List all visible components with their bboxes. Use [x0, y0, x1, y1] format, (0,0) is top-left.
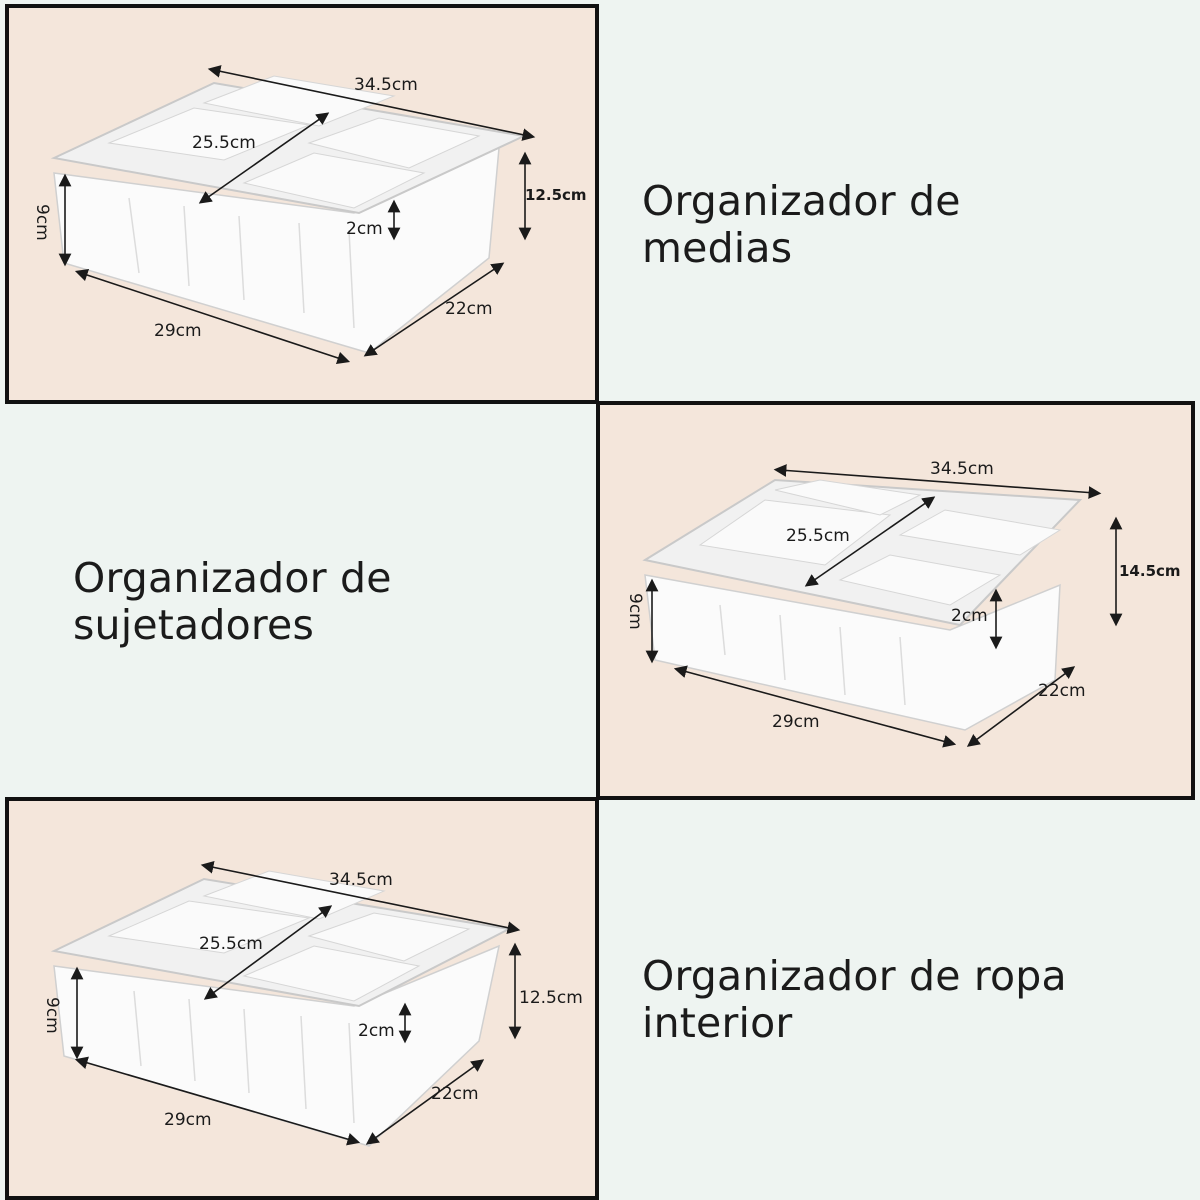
product-image-socks-organizer: 34.5cm 25.5cm 12.5cm 2cm 9cm 29cm 22cm [5, 4, 599, 404]
dimension-height-label: 9cm [42, 997, 62, 1034]
caption-line: Organizador de [642, 177, 961, 225]
dimension-depth-label: 22cm [445, 299, 493, 319]
organizer-drawing: 34.5cm 25.5cm 12.5cm 2cm 9cm 29cm 22cm [42, 861, 583, 1147]
dimension-lip-label: 2cm [358, 1021, 395, 1041]
organizer-drawing: 34.5cm 25.5cm 14.5cm 2cm 9cm 29cm 22cm [625, 459, 1181, 748]
dimension-width-label: 29cm [154, 321, 202, 341]
product-image-bra-organizer: 34.5cm 25.5cm 14.5cm 2cm 9cm 29cm 22cm [596, 401, 1195, 800]
caption-socks-organizer: Organizador de medias [642, 178, 961, 272]
caption-line: Organizador de ropa [642, 952, 1067, 1000]
caption-line: medias [642, 224, 793, 272]
dimension-depth-label: 22cm [431, 1084, 479, 1104]
dimension-inner-label: 25.5cm [786, 526, 850, 546]
organizer-drawing: 34.5cm 25.5cm 12.5cm 2cm 9cm 29cm 22cm [32, 65, 587, 365]
dimension-side-height-label: 14.5cm [1119, 562, 1181, 580]
caption-line: interior [642, 999, 793, 1047]
dimension-length-label: 34.5cm [329, 870, 393, 890]
dimension-height-label: 9cm [625, 593, 645, 630]
dimension-depth-label: 22cm [1038, 681, 1086, 701]
caption-underwear-organizer: Organizador de ropa interior [642, 953, 1067, 1047]
dimension-side-height-label: 12.5cm [525, 186, 587, 204]
dimension-height-label: 9cm [32, 204, 52, 241]
dimension-width-label: 29cm [772, 712, 820, 732]
caption-bra-organizer: Organizador de sujetadores [73, 555, 392, 649]
dimension-side-height-label: 12.5cm [519, 988, 583, 1008]
caption-line: Organizador de [73, 554, 392, 602]
dimension-width-label: 29cm [164, 1110, 212, 1130]
caption-line: sujetadores [73, 601, 315, 649]
dimension-length-label: 34.5cm [354, 75, 418, 95]
product-image-underwear-organizer: 34.5cm 25.5cm 12.5cm 2cm 9cm 29cm 22cm [5, 797, 599, 1200]
dimension-inner-label: 25.5cm [199, 934, 263, 954]
dimension-inner-label: 25.5cm [192, 133, 256, 153]
dimension-lip-label: 2cm [346, 219, 383, 239]
dimension-length-label: 34.5cm [930, 459, 994, 479]
dimension-lip-label: 2cm [951, 606, 988, 626]
